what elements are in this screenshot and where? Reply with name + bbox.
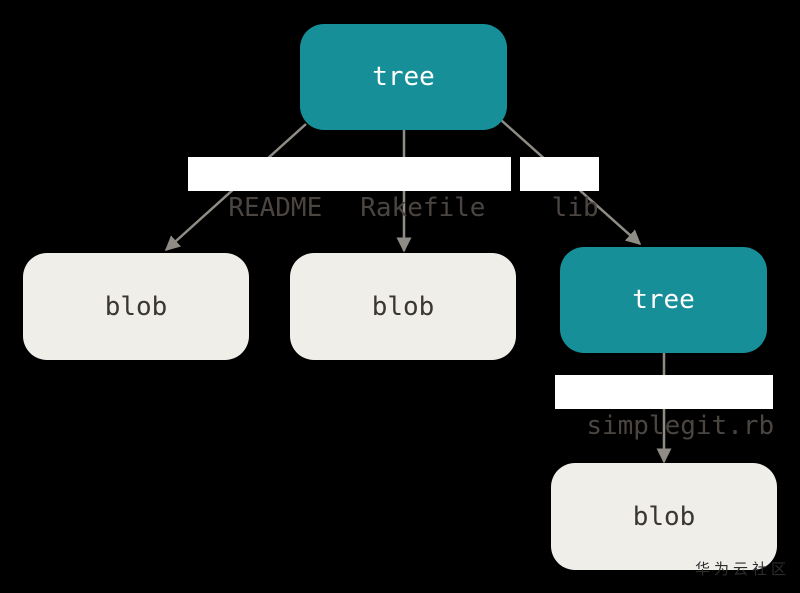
lib-tree-node: tree bbox=[560, 247, 767, 353]
edge-label-simplegit: simplegit.rb bbox=[555, 375, 774, 441]
root-tree-node: tree bbox=[300, 24, 507, 130]
simplegit-blob-label: blob bbox=[632, 501, 696, 532]
root-tree-label: tree bbox=[372, 62, 435, 92]
rakefile-blob-label: blob bbox=[371, 291, 435, 322]
simplegit-blob-node: blob bbox=[551, 463, 777, 570]
edge-label-readme-rakefile: README Rakefile bbox=[188, 157, 511, 223]
readme-blob-node: blob bbox=[23, 253, 249, 360]
edge-label-lib: lib bbox=[520, 157, 599, 223]
lib-tree-label: tree bbox=[632, 285, 695, 315]
readme-blob-label: blob bbox=[104, 291, 168, 322]
edge-label-readme: README bbox=[228, 193, 323, 223]
edge-label-rakefile: Rakefile bbox=[360, 193, 486, 223]
watermark: 华为云社区 bbox=[694, 560, 790, 578]
rakefile-blob-node: blob bbox=[290, 253, 516, 360]
